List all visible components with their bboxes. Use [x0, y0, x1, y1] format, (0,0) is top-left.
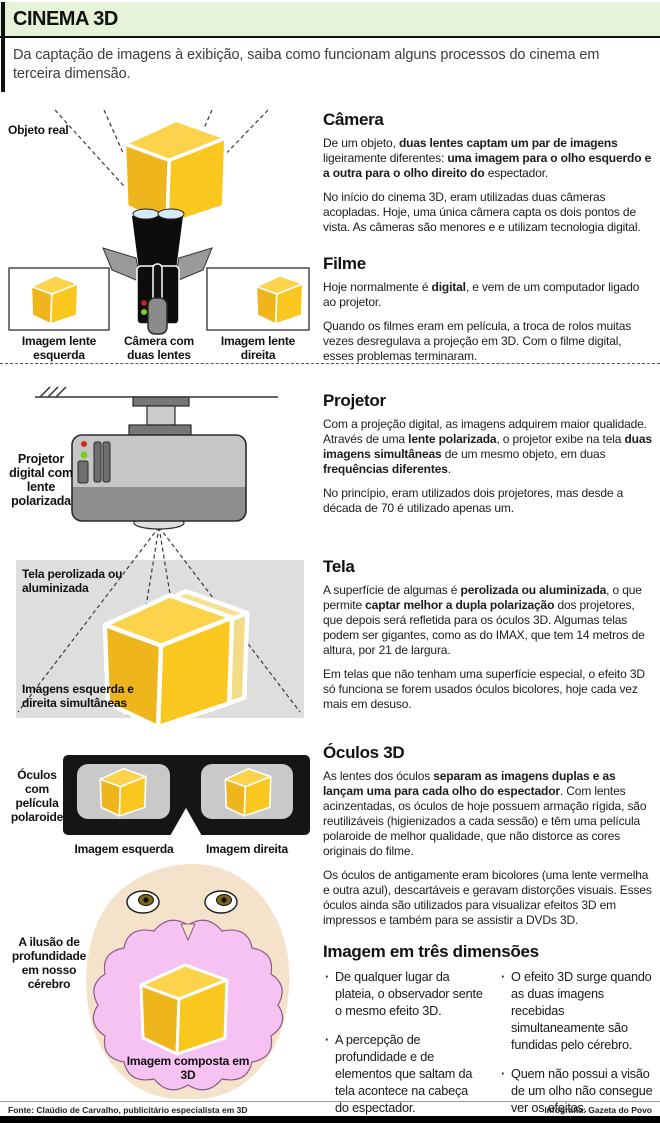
page-title: CINEMA 3D [13, 8, 118, 30]
bullets-left-column: · De qualquer lugar da plateia, o observ… [323, 969, 483, 1117]
lens-image-boxes [8, 267, 310, 331]
label-objeto-real: Objeto real [8, 123, 69, 137]
oculos-paragraph-2: Os óculos de antigamente eram bicolores … [323, 868, 652, 927]
left-lens-cube-icon [99, 767, 147, 817]
section-tela-text: Tela A superfície de algumas é perolizad… [323, 557, 655, 721]
bullet-dot-icon: · [325, 1033, 330, 1047]
label-tela-perolizada: Tela perolizada ou aluminizada [22, 567, 123, 595]
label-imagem-composta: Imagem composta em 3D [126, 1054, 250, 1082]
camera-green-led-icon [141, 309, 147, 315]
bullet-dot-icon: · [501, 970, 506, 984]
camera-illustration [8, 109, 310, 335]
bullet-text: De qualquer lugar da plateia, o observad… [335, 970, 483, 1018]
projetor-heading: Projetor [323, 391, 386, 410]
brain-cleft [180, 923, 196, 942]
camera-icon [102, 208, 213, 335]
bullet-item: · De qualquer lugar da plateia, o observ… [323, 969, 483, 1020]
filme-paragraph-1: Hoje normalmente é digital, e vem de um … [323, 280, 640, 309]
imagem3d-heading: Imagem em três dimensões [323, 942, 539, 961]
projector-icon [71, 434, 247, 530]
imagem3d-bullets: · De qualquer lugar da plateia, o observ… [323, 969, 657, 1117]
right-lens-cube-icon [224, 767, 272, 817]
camera-red-led-icon [141, 300, 147, 306]
3d-glasses-icon [63, 755, 310, 836]
tela-paragraph-2: Em telas que não tenham uma superfície e… [323, 667, 645, 711]
footer-credit: Infografia: Gazeta do Povo [544, 1105, 652, 1115]
footer-rule [0, 1101, 660, 1102]
oculos-paragraph-1: As lentes dos óculos separam as imagens … [323, 769, 647, 858]
section-camera-text: Câmera De um objeto, duas lentes captam … [323, 110, 655, 244]
filme-paragraph-2: Quando os filmes eram em película, a tro… [323, 319, 632, 363]
oculos-heading: Óculos 3D [323, 743, 405, 762]
label-imagem-lente-direita: Imagem lente direita [220, 334, 296, 362]
projector-red-led-icon [81, 441, 87, 447]
right-image-cube-icon [255, 274, 304, 325]
left-image-cube-icon [30, 274, 79, 325]
section-oculos-text: Óculos 3D As lentes dos óculos separam a… [323, 743, 655, 937]
label-imagem-lente-esquerda: Imagem lente esquerda [21, 334, 97, 362]
label-projetor-digital: Projetor digital com lente polarizada [9, 452, 73, 508]
tela-heading: Tela [323, 557, 355, 576]
section-divider-dashed [0, 363, 660, 364]
projetor-paragraph-1: Com a projeção digital, as imagens adqui… [323, 417, 652, 476]
ceiling-mount-icon [35, 386, 278, 436]
composite-cube-icon [139, 963, 229, 1056]
camera-paragraph-1: De um objeto, duas lentes captam um par … [323, 136, 652, 180]
eyes-icon [126, 890, 238, 914]
bullet-item: · O efeito 3D surge quando as duas image… [499, 969, 657, 1054]
camera-heading: Câmera [323, 110, 384, 129]
projection-beam-dashes [17, 526, 301, 717]
bullet-dot-icon: · [501, 1067, 506, 1081]
label-ilusao-profundidade: A ilusão de profundidade em nosso cérebr… [11, 935, 87, 991]
bullet-dot-icon: · [325, 970, 330, 984]
brain-illustration [86, 863, 290, 1100]
label-oculos-pelicula: Óculos com película polaroide [10, 768, 64, 824]
tela-paragraph-1: A superfície de algumas é perolizada ou … [323, 583, 645, 657]
bullet-text: A percepção de profundidade e de element… [335, 1033, 473, 1115]
header-left-rule [1, 2, 5, 92]
label-imagem-direita: Imagem direita [206, 842, 288, 856]
filme-heading: Filme [323, 254, 366, 273]
footer-bottom-bar [0, 1116, 660, 1123]
section-imagem3d-heading: Imagem em três dimensões [323, 942, 655, 968]
bullet-item: · A percepção de profundidade e de eleme… [323, 1032, 483, 1117]
label-imagens-simultaneas: Imagens esquerda e direita simultâneas [22, 682, 134, 710]
footer-source: Fonte: Claúdio de Carvalho, publicitário… [8, 1105, 248, 1115]
section-projetor-text: Projetor Com a projeção digital, as imag… [323, 391, 655, 525]
section-filme-text: Filme Hoje normalmente é digital, e vem … [323, 254, 655, 373]
bullets-right-column: · O efeito 3D surge quando as duas image… [499, 969, 657, 1117]
bullet-item: · Quem não possui a visão de um olho não… [499, 1066, 657, 1117]
bullet-text: Quem não possui a visão de um olho não c… [511, 1067, 653, 1115]
page-subtitle: Da captação de imagens à exibição, saiba… [13, 47, 600, 82]
label-imagem-esquerda: Imagem esquerda [74, 842, 174, 856]
projector-screen-illustration [16, 386, 304, 740]
header-bar [0, 2, 660, 38]
projector-green-led-icon [80, 451, 88, 459]
camera-paragraph-2: No início do cinema 3D, eram utilizadas … [323, 190, 641, 234]
glasses-illustration [63, 755, 310, 836]
bullet-text: O efeito 3D surge quando as duas imagens… [511, 970, 652, 1052]
projetor-paragraph-2: No princípio, eram utilizados dois proje… [323, 486, 624, 515]
label-camera-duas-lentes: Câmera com duas lentes [123, 334, 195, 362]
